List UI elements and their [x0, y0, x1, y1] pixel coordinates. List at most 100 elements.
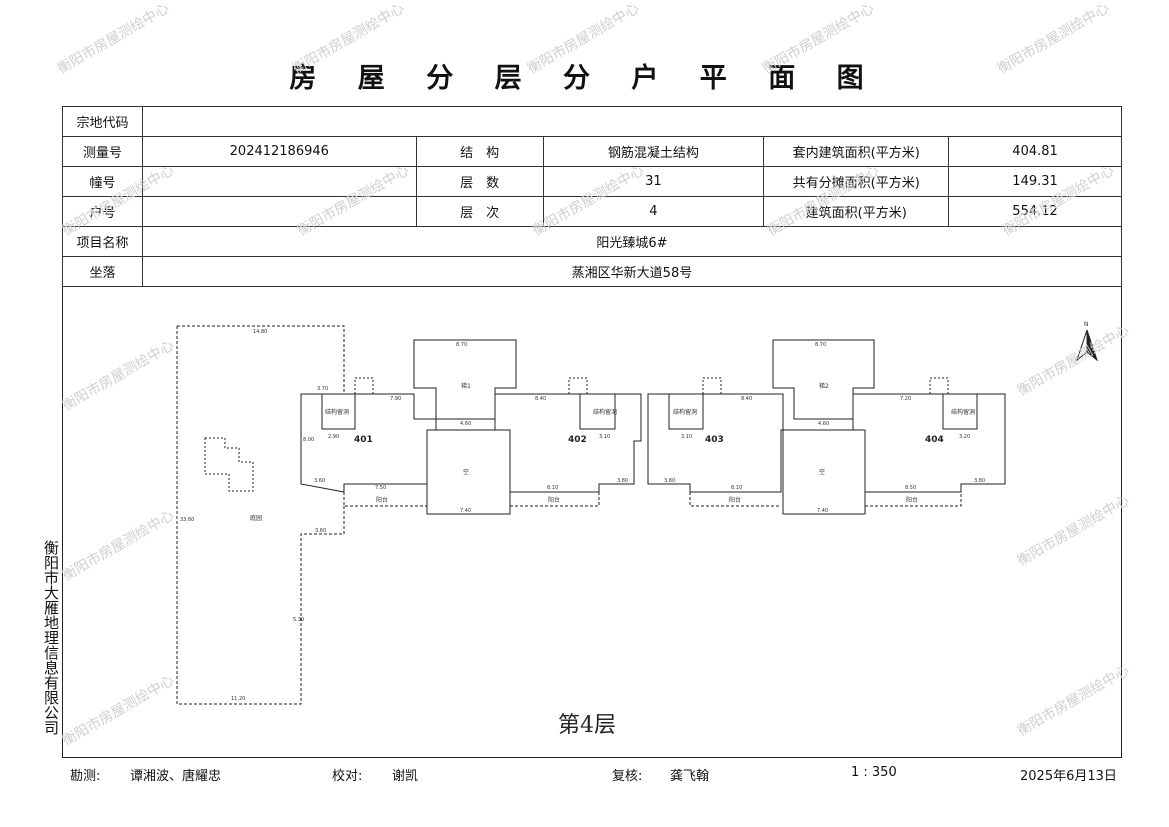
- dim-810-b: 8.10: [731, 485, 742, 491]
- dim-460-a: 4.60: [460, 421, 471, 427]
- dim-360: 3.60: [314, 478, 325, 484]
- floor-caption: 第4层: [558, 713, 616, 738]
- top-box-4: [929, 377, 949, 395]
- review-label: 复核:: [612, 769, 643, 784]
- floor-label: 层 次: [415, 196, 544, 227]
- survey-value: 谭湘波、唐耀忠: [130, 769, 222, 784]
- scale: 1 : 350: [851, 765, 897, 780]
- unit-label-403: 403: [705, 435, 724, 445]
- shaft-label-402: 结构留洞: [593, 408, 617, 416]
- dim-850: 8.50: [905, 485, 916, 491]
- shared-area-value: 149.31: [948, 166, 1122, 197]
- floor-value: 4: [542, 196, 765, 227]
- dim-380-b: 3.80: [664, 478, 675, 484]
- dim-870-a: 8.70: [456, 342, 467, 348]
- dim-740-b: 7.40: [817, 508, 828, 514]
- dim-370: 3.70: [317, 386, 328, 392]
- unit-404-outline: [852, 393, 1006, 493]
- floor-plan: N 14.80 33.60 11.20 5.30 3.70 7.90 7.50 …: [176, 321, 1099, 738]
- info-table: 宗地代码 测量号 202412186946 结 构 钢筋混凝土结构 套内建筑面积…: [62, 106, 1123, 287]
- stair-2-outline: [772, 339, 875, 420]
- unit-403-outline: [647, 393, 784, 493]
- floors-value: 31: [542, 166, 765, 197]
- void-2-label: 空: [819, 468, 825, 476]
- balcony-label-404: 阳台: [906, 496, 918, 504]
- north-label: N: [1084, 321, 1089, 328]
- dim-460-b: 4.60: [818, 421, 829, 427]
- dim-810-a: 8.10: [547, 485, 558, 491]
- shared-area-label: 共有分摊面积(平方米): [763, 166, 950, 197]
- unit-403-shaft: [668, 394, 704, 430]
- void-1-outline: [426, 429, 511, 515]
- inner-area-value: 404.81: [948, 136, 1122, 167]
- dim-310-b: 3.10: [681, 434, 692, 440]
- top-box-2: [568, 377, 588, 395]
- dim-840-a: 8.40: [535, 396, 546, 402]
- stair-1-label: 梯1: [461, 382, 471, 390]
- building-no-label: 幢号: [62, 166, 143, 197]
- page-title: 房 屋 分 层 分 户 平 面 图: [289, 63, 880, 94]
- shaft-label-401: 结构留洞: [325, 408, 349, 416]
- dim-840-b: 8.40: [741, 396, 752, 402]
- parcel-code-value: [141, 106, 1123, 137]
- dim-790: 7.90: [390, 396, 401, 402]
- north-arrow-icon: [1086, 329, 1099, 362]
- parcel-code-label: 宗地代码: [62, 106, 143, 137]
- review-value: 龚飞翰: [670, 769, 710, 784]
- unit-no-value: [141, 196, 417, 227]
- location-value: 蒸湘区华新大道58号: [141, 256, 1123, 287]
- survey-no-value: 202412186946: [141, 136, 417, 167]
- dim-320: 3.20: [959, 434, 970, 440]
- dim-380-c: 3.80: [974, 478, 985, 484]
- build-area-label: 建筑面积(平方米): [763, 196, 950, 227]
- check-label: 校对:: [332, 769, 363, 784]
- floors-label: 层 数: [415, 166, 544, 197]
- check-value: 谢凯: [392, 769, 419, 784]
- balcony-label-401: 阳台: [376, 496, 388, 504]
- dim-garden-right: 5.30: [293, 617, 304, 623]
- date: 2025年6月13日: [1020, 769, 1117, 784]
- structure-label: 结 构: [415, 136, 544, 167]
- survey-no-label: 测量号: [62, 136, 143, 167]
- void-2-outline: [782, 429, 866, 515]
- shaft-label-404: 结构留洞: [951, 408, 975, 416]
- dim-garden-bottom: 11.20: [231, 696, 245, 702]
- unit-no-label: 户号: [62, 196, 143, 227]
- project-label: 项目名称: [62, 226, 143, 257]
- survey-label: 勘测:: [70, 769, 101, 784]
- building-no-value: [141, 166, 417, 197]
- balcony-label-403: 阳台: [729, 496, 741, 504]
- shaft-label-403: 结构留洞: [673, 408, 697, 416]
- build-area-value: 554.12: [948, 196, 1122, 227]
- dim-290: 2.90: [328, 434, 339, 440]
- garden-outline: [176, 325, 345, 705]
- unit-402-shaft: [579, 394, 616, 430]
- dim-360-b: 3.60: [315, 528, 326, 534]
- dim-garden-left: 33.60: [180, 517, 194, 523]
- structure-value: 钢筋混凝土结构: [542, 136, 765, 167]
- dim-740-a: 7.40: [460, 508, 471, 514]
- dim-garden-top: 14.80: [253, 329, 267, 335]
- unit-label-404: 404: [925, 435, 944, 445]
- stair-1-outline: [413, 339, 517, 420]
- unit-401-shaft: [321, 394, 356, 430]
- dim-720: 7.20: [900, 396, 911, 402]
- top-box-3: [702, 377, 722, 395]
- location-label: 坐落: [62, 256, 143, 287]
- unit-404-shaft: [942, 394, 978, 430]
- garden-feature: [204, 437, 254, 492]
- dim-800: 8.00: [303, 437, 314, 443]
- project-value: 阳光臻城6#: [141, 226, 1123, 257]
- unit-402-outline: [494, 393, 642, 493]
- dim-870-b: 8.70: [815, 342, 826, 348]
- stair-2-label: 梯2: [819, 382, 829, 390]
- top-box-1: [354, 377, 374, 395]
- dim-380-a: 3.80: [617, 478, 628, 484]
- unit-label-402: 402: [568, 435, 587, 445]
- dim-750: 7.50: [375, 485, 386, 491]
- unit-label-401: 401: [354, 435, 373, 445]
- void-1-label: 空: [463, 468, 469, 476]
- balcony-label-402: 阳台: [548, 496, 560, 504]
- inner-area-label: 套内建筑面积(平方米): [763, 136, 950, 167]
- garden-label: 庭园: [250, 514, 262, 522]
